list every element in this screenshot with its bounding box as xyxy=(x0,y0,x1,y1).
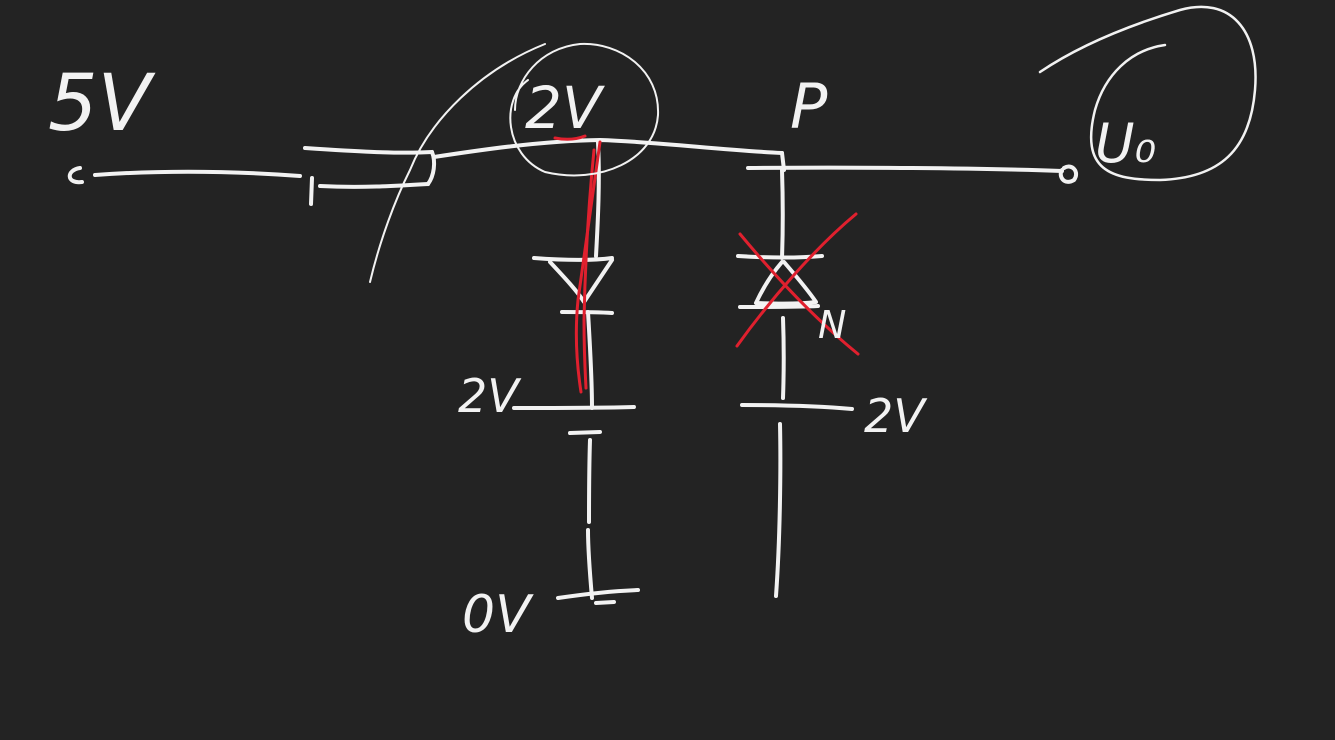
top-rail-wire xyxy=(432,138,1064,173)
label-node-voltage: 2V xyxy=(525,74,606,142)
label-n: N xyxy=(818,303,846,347)
output-terminal xyxy=(1058,164,1079,184)
label-input-voltage: 5V xyxy=(48,59,156,149)
label-node-p: P xyxy=(790,70,828,143)
left-diode xyxy=(532,140,614,315)
resistor xyxy=(303,146,437,206)
input-wire xyxy=(67,166,302,185)
left-battery xyxy=(512,310,636,600)
circle-annotation-node xyxy=(369,42,660,283)
label-left-diode-voltage: 2V xyxy=(458,369,522,423)
red-current-path xyxy=(553,134,602,394)
circle-annotation-output xyxy=(1038,5,1257,182)
ground-symbol xyxy=(556,588,640,605)
label-ground: 0V xyxy=(462,585,534,645)
right-diode xyxy=(736,168,824,309)
right-battery xyxy=(740,316,854,598)
red-cross-mark xyxy=(735,212,860,356)
label-right-diode-voltage: 2V xyxy=(864,389,928,443)
label-output: U₀ xyxy=(1095,112,1156,175)
